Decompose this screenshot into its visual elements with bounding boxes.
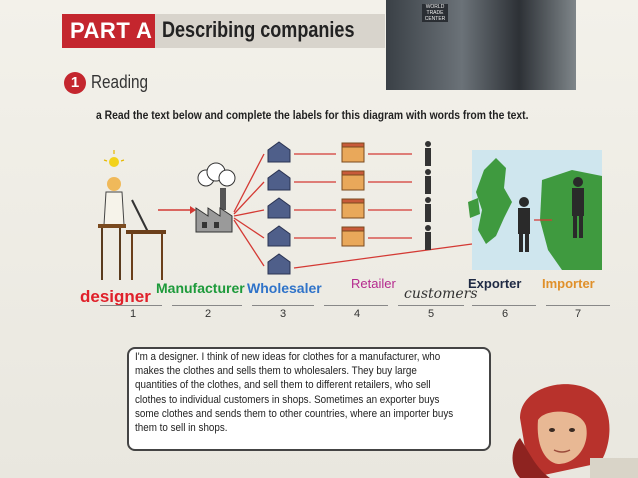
building-photo: WORLD TRADE CENTER	[386, 0, 576, 90]
answer-line-2	[172, 305, 242, 306]
shop-icons	[341, 142, 365, 247]
section-number-badge: 1	[64, 72, 86, 94]
blank-number-6: 6	[502, 308, 509, 320]
blank-number-2: 2	[205, 308, 212, 320]
blank-number-1: 1	[130, 308, 137, 320]
answer-line-1	[100, 305, 162, 306]
answer-line-4	[324, 305, 388, 306]
label-manufacturer: Manufacturer	[156, 280, 245, 296]
answer-line-3	[252, 305, 314, 306]
blank-number-4: 4	[354, 308, 361, 320]
label-retailer: Retailer	[351, 276, 396, 291]
blank-number-3: 3	[280, 308, 287, 320]
building-sign: WORLD TRADE CENTER	[422, 4, 448, 22]
factory-icon	[195, 188, 233, 233]
lightbulb-icon	[103, 150, 125, 167]
answer-line-5	[398, 305, 464, 306]
part-label: PART A	[70, 18, 153, 43]
importer-figure-icon	[572, 177, 584, 238]
title-box	[155, 14, 385, 48]
page-title: Describing companies	[162, 17, 355, 42]
warehouse-icons	[267, 141, 291, 275]
answer-line-6	[472, 305, 536, 306]
exporter-figure-icon	[518, 197, 530, 252]
answer-line-7	[546, 305, 610, 306]
label-designer: designer	[80, 287, 151, 306]
section-title: Reading	[91, 72, 149, 92]
idea-cloud-icon	[197, 162, 236, 187]
designer-portrait-illustration	[512, 384, 638, 478]
label-wholesaler: Wholesaler	[247, 280, 322, 296]
label-exporter: Exporter	[468, 276, 522, 291]
designer-speech-text: I'm a designer. I think of new ideas for…	[135, 351, 454, 435]
supply-chain-diagram	[98, 141, 602, 280]
blank-number-7: 7	[575, 308, 582, 320]
designer-figure-icon	[98, 177, 166, 280]
customer-figure-icons	[425, 141, 431, 250]
label-customers: customers	[404, 286, 478, 302]
instruction-text: a Read the text below and complete the l…	[96, 110, 529, 122]
blank-number-5: 5	[428, 308, 435, 320]
speech-bubble	[127, 347, 491, 451]
label-importer: Importer	[542, 276, 595, 291]
